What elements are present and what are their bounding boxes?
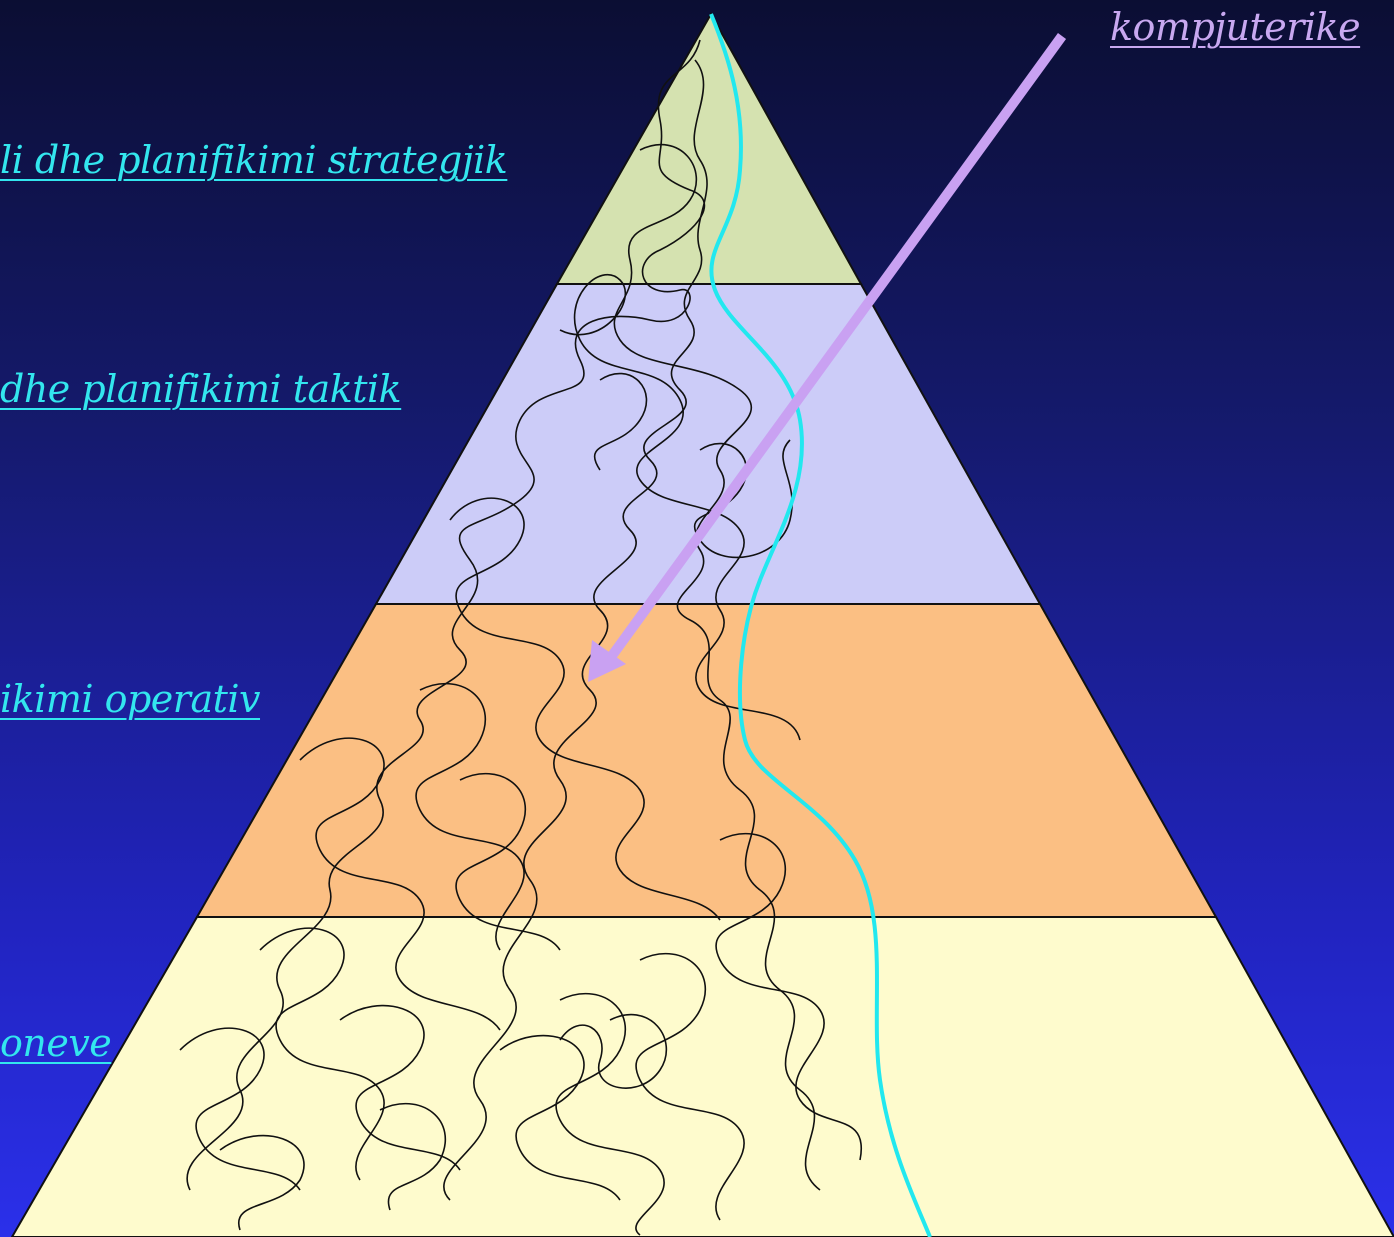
pyramid-level-base xyxy=(12,917,1394,1237)
label-operative-planning[interactable]: ikimi operativ xyxy=(0,680,260,718)
label-tactical-planning[interactable]: dhe planifikimi taktik xyxy=(0,370,401,408)
label-computer-systems[interactable]: kompjuterike xyxy=(1110,8,1360,46)
label-strategic-planning[interactable]: li dhe planifikimi strategjik xyxy=(0,141,507,179)
pyramid-level-tactical xyxy=(376,284,1040,604)
pyramid-level-strategic xyxy=(557,14,861,284)
label-transactions[interactable]: oneve xyxy=(0,1024,111,1062)
pyramid-level-operative xyxy=(197,604,1216,917)
